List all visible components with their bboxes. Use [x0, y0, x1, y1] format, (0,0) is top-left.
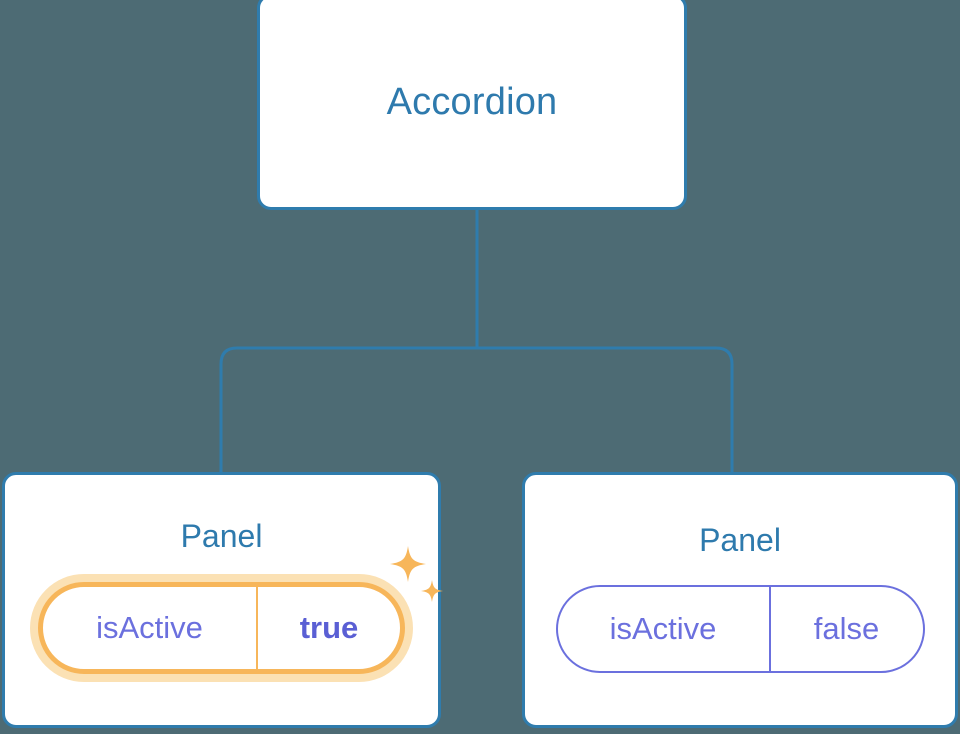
sparkle-small-icon — [421, 580, 443, 602]
prop-value-false: false — [813, 611, 880, 646]
node-accordion-label: Accordion — [386, 81, 558, 123]
node-panel-inactive[interactable]: Panel isActive false — [522, 472, 958, 728]
prop-key-isactive: isActive — [43, 587, 258, 669]
node-panel-inactive-label: Panel — [699, 522, 781, 558]
sparkle-large-icon — [390, 546, 426, 582]
node-panel-active-label: Panel — [180, 518, 263, 554]
edge-branch-bus — [219, 346, 734, 472]
prop-pill-active[interactable]: isActive true — [38, 582, 405, 674]
prop-pill-active-wrap: isActive true — [30, 546, 443, 682]
prop-pill-inactive[interactable]: isActive false — [555, 585, 925, 673]
prop-pill-inactive-wrap: isActive false — [555, 556, 925, 673]
prop-key-isactive: isActive — [558, 587, 771, 671]
prop-value-true: true — [299, 610, 359, 645]
node-panel-active[interactable]: Panel isActive true — [2, 472, 443, 728]
prop-pill-active-glow: isActive true — [30, 546, 443, 682]
node-accordion[interactable]: Accordion — [257, 0, 687, 210]
